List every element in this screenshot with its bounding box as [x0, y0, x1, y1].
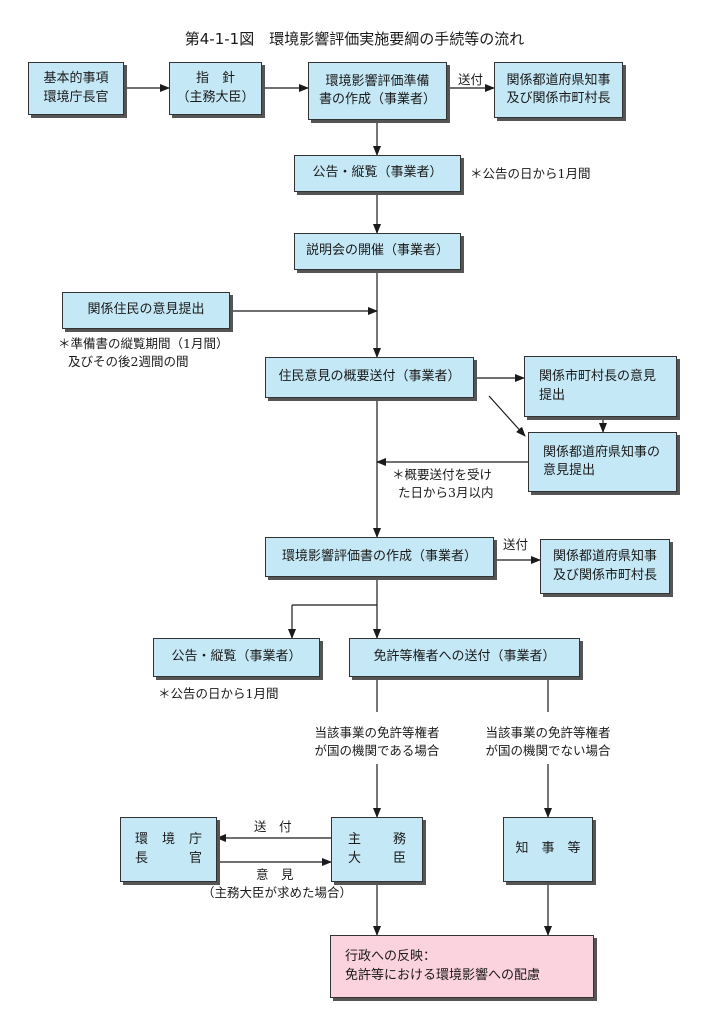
resident-opinion-box: 関係住民の意見提出: [62, 292, 230, 329]
non-national-agency-case-note: 当該事業の免許等権者 が国の機関でない場合: [485, 725, 611, 758]
send-label-bottom: 送 付: [254, 819, 292, 834]
summary-period-note: ＊概要送付を受け た日から3月以内: [392, 467, 494, 500]
diagram-title: 第4-1-1図 環境影響評価実施要綱の手続等の流れ: [184, 30, 525, 48]
national-agency-case-note: 当該事業の免許等権者 が国の機関である場合: [314, 725, 440, 758]
resident-period-note: ＊準備書の縦覧期間（1月間） 及びその後2週間の間: [58, 336, 229, 369]
governor-etc-box: 知 事 等: [503, 817, 593, 882]
notice-inspection-box-1: 公告・縦覧（事業者）: [294, 155, 461, 192]
prep-doc-box: 環境影響評価準備 書の作成（事業者）: [308, 62, 447, 120]
competent-minister-box: 主 務 大 臣: [331, 817, 423, 882]
env-agency-director-box: 環 境 庁 長 官: [120, 817, 217, 882]
notice-inspection-box-2: 公告・縦覧（事業者）: [153, 638, 320, 677]
send-label-top: 送付: [458, 72, 484, 87]
basic-matters-box: 基本的事項 環境庁長官: [28, 62, 124, 115]
administrative-reflection-box: 行政への反映： 免許等における環境影響への配慮: [330, 935, 594, 998]
arrow-summary-to-governor: [488, 395, 526, 437]
license-holder-send-box: 免許等権者への送付（事業者）: [349, 638, 580, 677]
governor-opinion-box: 関係都道府県知事の 意見提出: [528, 432, 677, 492]
governors-mayors-box-mid: 関係都道府県知事 及び関係市町村長: [540, 539, 670, 594]
mayor-opinion-box: 関係市町村長の意見 提出: [524, 356, 677, 417]
notice-period-note-1: ＊公告の日から1月間: [470, 166, 591, 181]
line-eia-branch: [292, 577, 378, 606]
briefing-session-box: 説明会の開催（事業者）: [294, 233, 461, 270]
send-label-mid: 送付: [503, 537, 529, 552]
governors-mayors-box-top: 関係都道府県知事 及び関係市町村長: [494, 62, 623, 118]
minister-request-note: （主務大臣が求めた場合）: [202, 885, 353, 900]
guideline-box: 指 針 （主務大臣）: [169, 62, 262, 115]
notice-period-note-2: ＊公告の日から1月間: [158, 686, 279, 701]
opinion-summary-box: 住民意見の概要送付（事業者）: [265, 357, 474, 398]
eia-document-box: 環境影響評価書の作成（事業者）: [265, 537, 494, 577]
opinion-label: 意 見: [256, 867, 294, 882]
